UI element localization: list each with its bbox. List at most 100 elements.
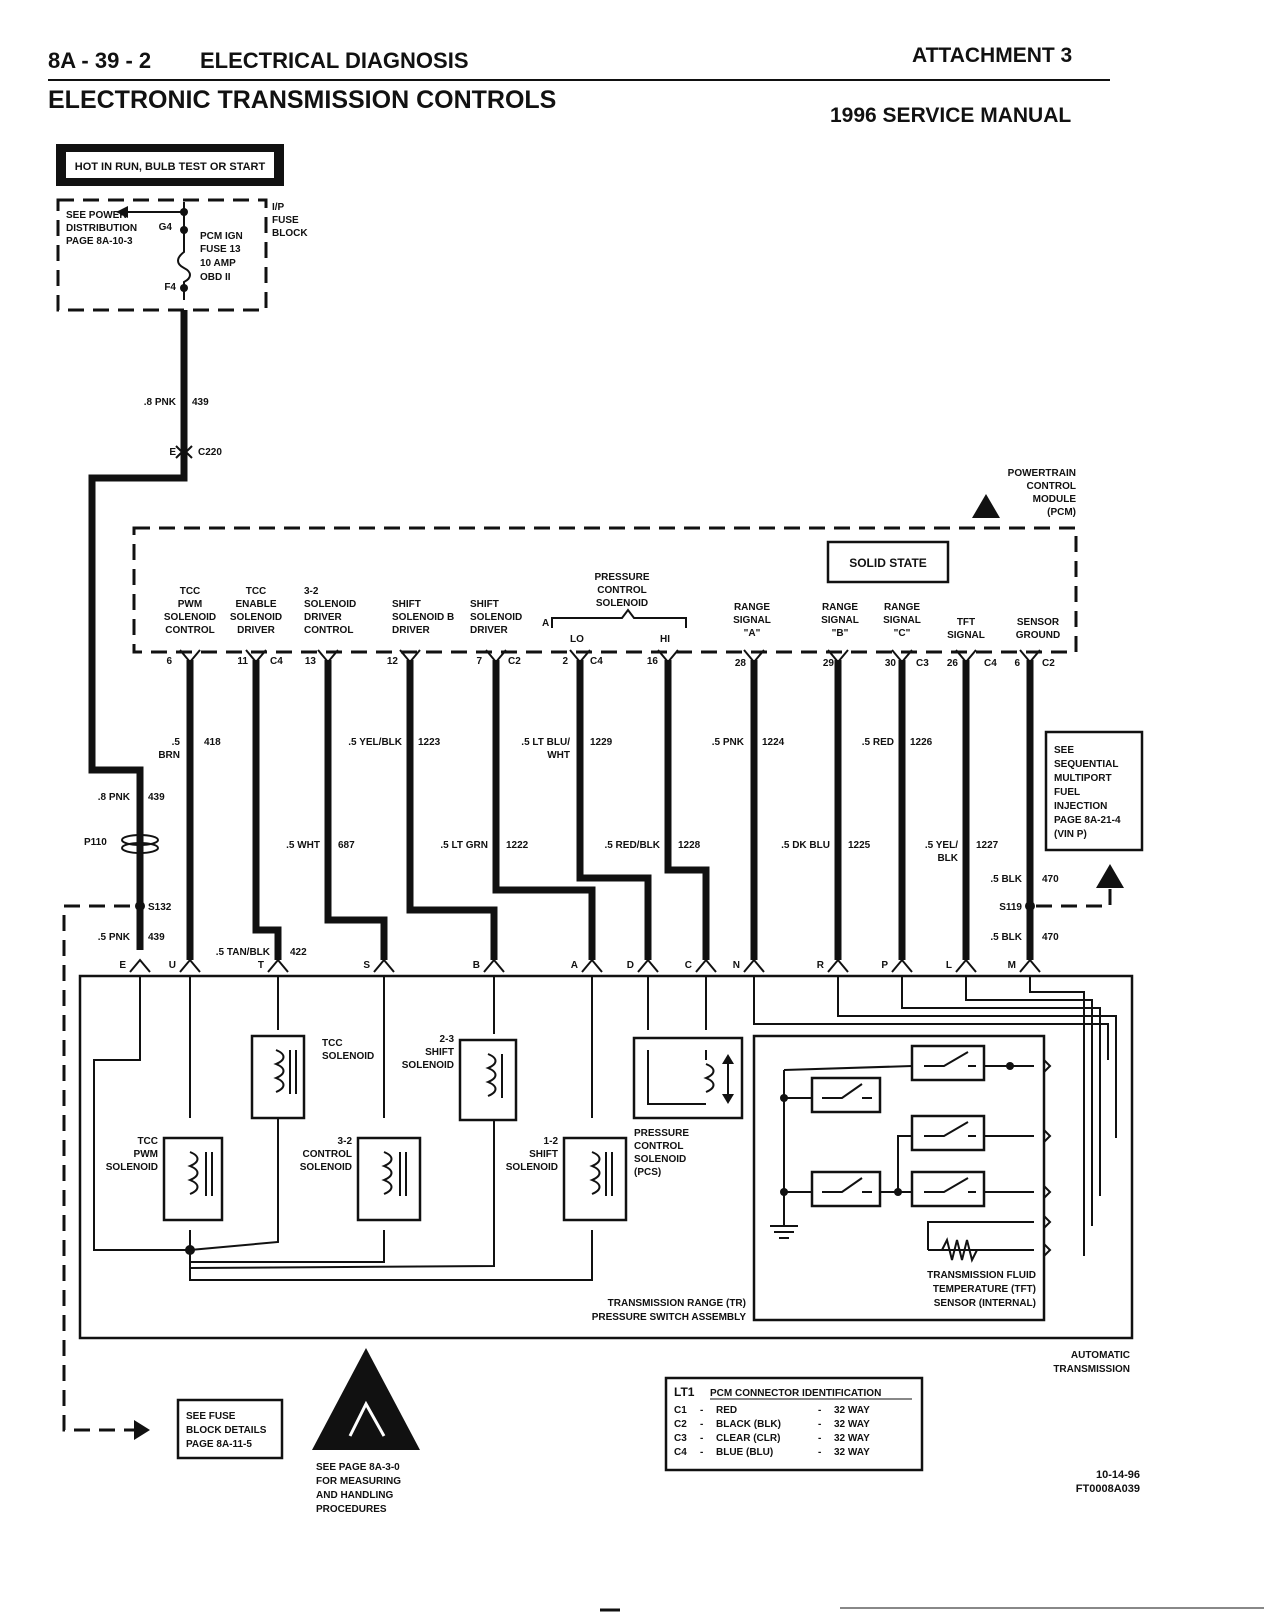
- svg-text:C2: C2: [674, 1419, 687, 1430]
- svg-text:PCM CONNECTOR IDENTIFICATION: PCM CONNECTOR IDENTIFICATION: [710, 1388, 881, 1399]
- svg-text:TCC: TCC: [246, 586, 267, 597]
- svg-text:1224: 1224: [762, 737, 785, 748]
- svg-text:C3: C3: [916, 658, 929, 669]
- s119-dashed-path: [1036, 886, 1112, 908]
- svg-text:SOLENOID: SOLENOID: [506, 1162, 558, 1173]
- fuse-icon: [177, 202, 191, 300]
- signal-wires: [186, 660, 1034, 960]
- svg-text:DISTRIBUTION: DISTRIBUTION: [66, 223, 137, 234]
- wire-687: [324, 660, 388, 960]
- svg-text:32 WAY: 32 WAY: [834, 1405, 870, 1416]
- svg-text:TCC: TCC: [322, 1038, 343, 1049]
- svg-text:WHT: WHT: [547, 750, 570, 761]
- wire-1228: [664, 660, 710, 960]
- s132-label: S132: [148, 902, 172, 913]
- svg-text:-: -: [700, 1433, 703, 1444]
- svg-text:SIGNAL: SIGNAL: [883, 615, 921, 626]
- pcm-terminal-3-2: 3-2 SOLENOID DRIVER CONTROL 13: [304, 586, 356, 667]
- svg-text:PROCEDURES: PROCEDURES: [316, 1504, 387, 1515]
- svg-text:AND HANDLING: AND HANDLING: [316, 1490, 393, 1501]
- svg-text:.5 PNK: .5 PNK: [712, 737, 745, 748]
- svg-text:SEE POWER: SEE POWER: [66, 210, 127, 221]
- svg-text:MULTIPORT: MULTIPORT: [1054, 773, 1112, 784]
- svg-text:RANGE: RANGE: [884, 602, 920, 613]
- svg-text:1229: 1229: [590, 737, 613, 748]
- svg-text:PAGE 8A-11-5: PAGE 8A-11-5: [186, 1439, 252, 1450]
- svg-text:(VIN P): (VIN P): [1054, 829, 1087, 840]
- svg-text:"A": "A": [744, 628, 761, 639]
- svg-text:11: 11: [237, 656, 248, 667]
- wire-439-low-gauge: .5 PNK: [98, 932, 131, 943]
- f4-terminal: [180, 284, 188, 292]
- svg-text:M: M: [1008, 960, 1016, 971]
- svg-text:1225: 1225: [848, 840, 871, 851]
- svg-text:N: N: [733, 960, 740, 971]
- wire-1223: [492, 660, 596, 960]
- wire-labels: .5 BRN 418 .5 WHT 687 .5 YEL/BLK 1223 .5…: [158, 737, 1059, 958]
- svg-text:CONTROL: CONTROL: [303, 1149, 352, 1160]
- pcs-bracket: [551, 608, 687, 628]
- esd-hand-mark: [348, 1400, 386, 1437]
- svg-text:-: -: [700, 1405, 703, 1416]
- svg-text:ENABLE: ENABLE: [235, 599, 276, 610]
- svg-text:PAGE 8A-21-4: PAGE 8A-21-4: [1054, 815, 1121, 826]
- svg-text:C4: C4: [674, 1447, 687, 1458]
- svg-text:29: 29: [823, 658, 835, 669]
- svg-text:TRANSMISSION RANGE (TR): TRANSMISSION RANGE (TR): [608, 1298, 746, 1309]
- svg-text:(PCM): (PCM): [1047, 507, 1076, 518]
- svg-text:RED: RED: [716, 1405, 737, 1416]
- svg-text:POWERTRAIN: POWERTRAIN: [1008, 468, 1076, 479]
- lt1-connector-box: [664, 1376, 924, 1472]
- svg-text:26: 26: [947, 658, 959, 669]
- svg-text:13: 13: [305, 656, 317, 667]
- see-power-text: SEE POWER DISTRIBUTION PAGE 8A-10-3: [66, 210, 137, 247]
- pcm-name: POWERTRAIN CONTROL MODULE (PCM): [1008, 468, 1077, 518]
- svg-text:1226: 1226: [910, 737, 933, 748]
- page-number: 8A - 39 - 2: [48, 48, 152, 73]
- svg-text:2-3: 2-3: [440, 1034, 455, 1045]
- svg-text:SOLENOID: SOLENOID: [230, 612, 282, 623]
- g4-label: G4: [159, 222, 173, 233]
- svg-text:BLOCK: BLOCK: [272, 228, 308, 239]
- svg-text:U: U: [169, 960, 176, 971]
- svg-text:.5 TAN/BLK: .5 TAN/BLK: [216, 947, 271, 958]
- svg-text:FUSE 13: FUSE 13: [200, 244, 241, 255]
- shift-2-3-solenoid: 2-3 SHIFT SOLENOID: [402, 1034, 518, 1122]
- s132-splice: [135, 901, 145, 911]
- wire-439-gauge: .8 PNK: [144, 397, 177, 408]
- svg-text:1-2: 1-2: [544, 1136, 559, 1147]
- svg-text:SENSOR (INTERNAL): SENSOR (INTERNAL): [934, 1298, 1036, 1309]
- svg-text:CONTROL: CONTROL: [634, 1141, 683, 1152]
- svg-text:C4: C4: [590, 656, 603, 667]
- tr-connector-marks: [1043, 1059, 1052, 1257]
- svg-text:SHIFT: SHIFT: [392, 599, 421, 610]
- svg-text:DRIVER: DRIVER: [304, 612, 343, 623]
- svg-text:PCM IGN: PCM IGN: [200, 231, 243, 242]
- pcs-header: PRESSURE CONTROL SOLENOID: [594, 572, 649, 609]
- svg-text:PWM: PWM: [134, 1149, 158, 1160]
- svg-text:CONTROL: CONTROL: [165, 625, 214, 636]
- svg-text:SOLENOID B: SOLENOID B: [392, 612, 454, 623]
- transmission-pins: E U T S B A D C N R P L M: [119, 958, 1041, 973]
- svg-text:A: A: [571, 960, 578, 971]
- pcm-terminal-tcc-enable: TCC ENABLE SOLENOID DRIVER 11 C4: [230, 586, 283, 667]
- shift-1-2-solenoid: 1-2 SHIFT SOLENOID: [506, 1136, 628, 1222]
- svg-text:SIGNAL: SIGNAL: [821, 615, 859, 626]
- pcs-lo-label: LO: [570, 634, 584, 645]
- svg-text:BRN: BRN: [158, 750, 180, 761]
- svg-text:BLACK (BLK): BLACK (BLK): [716, 1419, 781, 1430]
- pcm-terminal-range-a: RANGE SIGNAL "A" 28: [733, 602, 771, 669]
- pressure-control-solenoid: PRESSURE CONTROL SOLENOID (PCS): [632, 1036, 744, 1178]
- hot-box-inner: [66, 152, 274, 178]
- tr-switch-label: TRANSMISSION RANGE (TR) PRESSURE SWITCH …: [592, 1298, 747, 1323]
- svg-text:BLUE (BLU): BLUE (BLU): [716, 1447, 773, 1458]
- section-title: ELECTRICAL DIAGNOSIS: [200, 48, 469, 73]
- pcm-terminal-pcs-hi: 16: [647, 656, 659, 667]
- svg-text:.5: .5: [172, 737, 181, 748]
- transmission-outline: [78, 974, 1134, 1340]
- svg-text:10 AMP: 10 AMP: [200, 258, 236, 269]
- svg-text:12: 12: [387, 656, 399, 667]
- esd-note: SEE PAGE 8A-3-0 FOR MEASURING AND HANDLI…: [316, 1462, 401, 1515]
- svg-text:30: 30: [885, 658, 897, 669]
- svg-text:DRIVER: DRIVER: [470, 625, 509, 636]
